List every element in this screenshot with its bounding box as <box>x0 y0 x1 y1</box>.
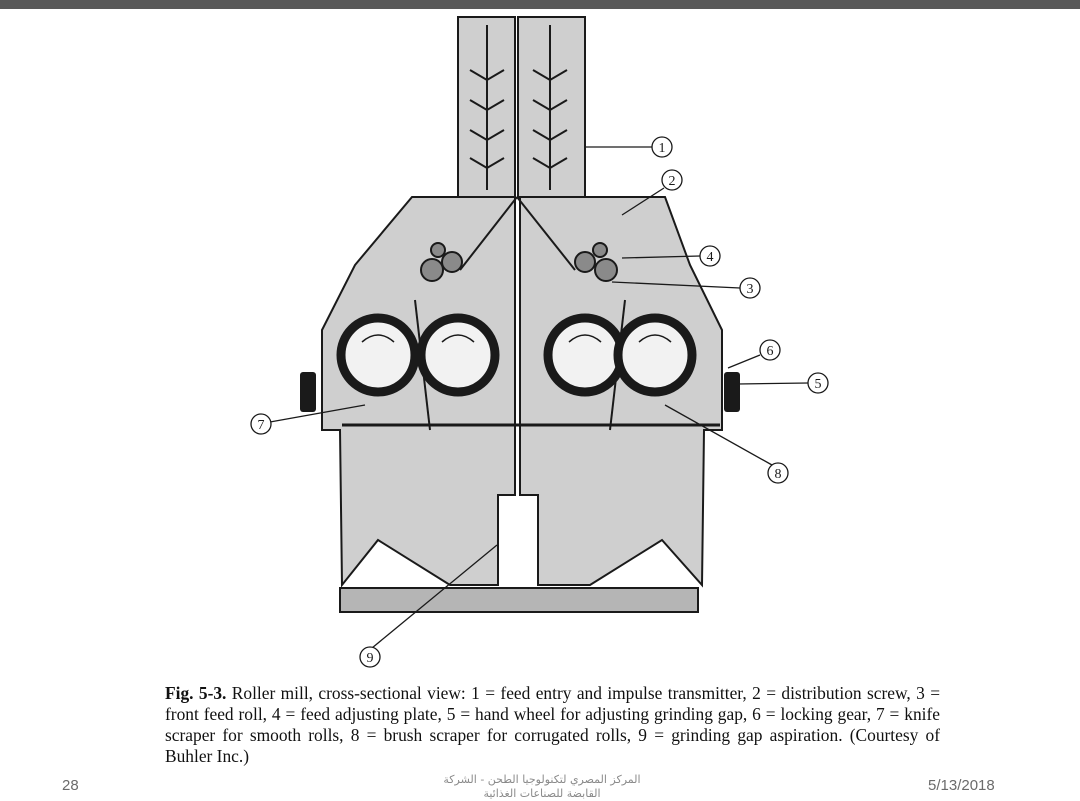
callout-8-circle <box>767 462 789 484</box>
callout-1-circle <box>651 136 673 158</box>
callout-5: 5 <box>815 377 822 392</box>
right-hand-wheel <box>724 372 740 412</box>
footer-organization: المركز المصري لتكنولوجيا الطحن - الشركة … <box>382 773 702 801</box>
callout-7-circle <box>250 413 272 435</box>
callout-3: 3 <box>747 282 754 297</box>
callout-7: 7 <box>258 418 265 433</box>
roller-mill-diagram: 1 2 3 4 5 6 7 8 9 <box>250 16 829 668</box>
callout-6-circle <box>759 339 781 361</box>
caption-text: Roller mill, cross-sectional view: 1 = f… <box>165 683 940 766</box>
right-feed-hopper <box>517 16 586 198</box>
callout-8: 8 <box>775 467 782 482</box>
callout-6: 6 <box>767 344 774 359</box>
machine-base <box>339 587 699 613</box>
caption-label: Fig. 5-3. <box>165 683 227 703</box>
callout-1: 1 <box>659 141 666 156</box>
figure-caption: Fig. 5-3. Roller mill, cross-sectional v… <box>165 683 940 796</box>
slide-number: 28 <box>62 777 79 794</box>
callout-2: 2 <box>669 174 676 189</box>
callout-4-circle <box>699 245 721 267</box>
footer-line-1: المركز المصري لتكنولوجيا الطحن - الشركة <box>443 773 641 786</box>
footer-line-2: القابضة للصناعات الغذائية <box>483 787 601 800</box>
callout-9: 9 <box>367 651 374 666</box>
callout-2-circle <box>661 169 683 191</box>
left-hand-wheel <box>300 372 316 412</box>
callout-3-circle <box>739 277 761 299</box>
callout-5-circle <box>807 372 829 394</box>
left-housing <box>321 196 516 588</box>
callout-9-circle <box>359 646 381 668</box>
top-bar <box>0 0 1080 9</box>
slide-date: 5/13/2018 <box>928 777 995 794</box>
callout-4: 4 <box>707 250 714 265</box>
right-housing <box>519 196 723 588</box>
